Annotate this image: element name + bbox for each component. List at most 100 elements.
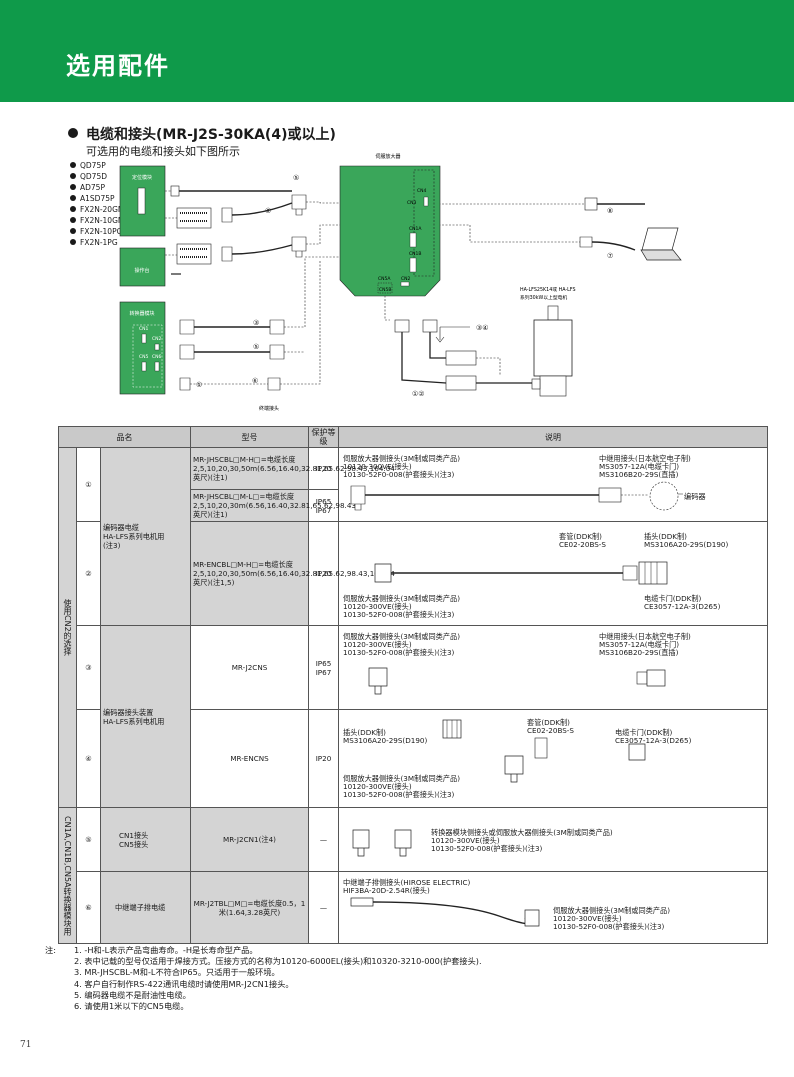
marker: ③④ (476, 324, 489, 332)
row-protection: IP20 (308, 709, 339, 808)
desc-text: MS3106A20-29S(D190) (644, 540, 729, 549)
marker: ① (196, 381, 202, 389)
marker: ①② (412, 390, 425, 398)
desc-text: CE3057-12A-3(D265) (644, 602, 721, 611)
row-num: ⑥ (76, 871, 101, 944)
row-num: ⑤ (76, 807, 101, 872)
marker: ⑥ (265, 207, 271, 215)
amp-cn3: CN3 (407, 200, 417, 206)
desc-text: 插头(DDK制) (644, 532, 687, 541)
desc-text: 伺服放大器侧接头(3M制或同类产品) (553, 906, 671, 915)
cn1-connector-drawing (352, 829, 412, 857)
desc-text: 10120-300VE(接头) (553, 914, 622, 923)
desc-text: CE02-20BS-S (559, 540, 606, 549)
desc-text: 10130-52F0-008(护套接头)(注3) (343, 610, 455, 619)
row-num: ④ (76, 709, 101, 808)
desc-text: 电缆卡门(DDK制) (615, 728, 673, 737)
bullet-icon (68, 128, 78, 138)
desc-text: MS3106B20-29S(直插) (599, 648, 679, 657)
page-title: 选用配件 (66, 52, 170, 80)
desc-text: 中继端子排侧接头(HIROSE ELECTRIC) (343, 878, 471, 887)
notes: 注: 1. -H和-L表示产品弯曲寿命。-H是长寿命型产品。 2. 表中记载的型… (45, 945, 482, 1012)
row-model: MR-ENCNS (190, 709, 309, 808)
controller-item: QD75P (70, 160, 124, 171)
desc-text: MS3106A20-29S(D190) (343, 736, 428, 745)
controller-item: FX2N-10GM (70, 215, 124, 226)
desc-text: 10120-300VE(接头) (343, 462, 412, 471)
row-model: MR-JHSCBL□M-L□=电缆长度2,5,10,20,30m(6.56,16… (190, 489, 356, 522)
desc-text: 10130-52F0-008(护套接头)(注3) (343, 790, 455, 799)
notes-label: 注: (45, 945, 56, 955)
amp-cn5b: CN5B (379, 287, 391, 293)
marker: ⑤ (253, 343, 259, 351)
note-item: 5. 编码器电缆不是耐油性电缆。 (74, 989, 191, 1000)
row-protection: IP65 IP67 (308, 489, 339, 522)
desc-text: 伺服放大器侧接头(3M制或同类产品) (343, 632, 461, 641)
connection-diagram: 定位模块 操作台 转换器模块 CN1 CN2 CN5 CN6 终端接头 (119, 153, 682, 412)
motor-label-2: 系列30kW以上型电机 (520, 294, 567, 301)
desc-text: 10130-52F0-008(护套接头)(注3) (343, 470, 455, 479)
row-num: ③ (76, 625, 101, 710)
row-desc-6: 中继端子排侧接头(HIROSE ELECTRIC) HIF3BA-20D-2.5… (338, 871, 768, 944)
row-name: 中继端子排电缆 (100, 871, 191, 944)
controller-item: A1SD75P (70, 193, 124, 204)
desc-text: 中继用接头(日本航空电子制) (599, 632, 691, 641)
row-protection: IP65 IP67 (308, 625, 339, 710)
group-label-cn2: 使用CN2的选择 (58, 447, 77, 808)
desc-text: CE02-20BS-S (527, 726, 574, 735)
relay-cable-drawing (350, 897, 540, 927)
encoder-cable-drawing (350, 481, 683, 511)
note-item: 4. 客户自行制作RS-422通讯电缆时请使用MR-J2CN1接头。 (74, 978, 294, 989)
desc-text: 中继用接头(日本航空电子制) (599, 454, 691, 463)
col-header-name: 品名 (58, 426, 191, 448)
row-desc-4: 插头(DDK制) MS3106A20-29S(D190) 套管(DDK制) CE… (338, 709, 768, 808)
controller-item: FX2N-20GM (70, 204, 124, 215)
row-model: MR-JHSCBL□M-H□=电缆长度2,5,10,20,30,50m(6.56… (190, 447, 395, 490)
encoder-connector-ddk-drawing (442, 719, 646, 783)
col-header-model: 型号 (190, 426, 309, 448)
group-label-converter: CN1A,CN1B,CN5A转换器模块用 (58, 807, 77, 944)
desc-text: 10120-300VE(接头) (431, 836, 500, 845)
row-desc-3: 伺服放大器侧接头(3M制或同类产品) 10120-300VE(接头) 10130… (338, 625, 768, 710)
row-num: ② (76, 521, 101, 626)
note-item: 3. MR-JHSCBL-M和-L不符合IP65。只适用于一般环境。 (74, 967, 280, 978)
servo-motor-icon (533, 319, 573, 377)
amp-cn2: CN2 (401, 276, 411, 282)
conv-cn6: CN6 (152, 354, 162, 360)
controller-item: AD75P (70, 182, 124, 193)
section-subtitle: 可选用的电缆和接头如下图所示 (86, 145, 240, 158)
servo-amp-label: 伺服放大器 (375, 153, 400, 160)
desc-text: 10130-52F0-008(护套接头)(注3) (553, 922, 665, 931)
note-item: 6. 请使用1米以下的CN5电缆。 (74, 1001, 189, 1012)
marker: ③ (253, 319, 259, 327)
desc-text: CE3057-12A-3(D265) (615, 736, 692, 745)
col-header-protection: 保护等级 (308, 426, 339, 448)
amp-cn1b: CN1B (409, 251, 421, 257)
marker: ⑤ (293, 174, 299, 182)
desc-text: 10120-300VE(接头) (343, 782, 412, 791)
row-model: MR-J2CN1(注4) (190, 807, 309, 872)
desc-text: 插头(DDK制) (343, 728, 386, 737)
row-name: 编码器电缆 HA-LFS系列电机用 (注3) (100, 447, 191, 626)
desc-text: 电缆卡门(DDK制) (644, 594, 702, 603)
amp-cn4: CN4 (417, 188, 427, 194)
controller-list: QD75P QD75D AD75P A1SD75P FX2N-20GM FX2N… (70, 160, 124, 248)
desc-text: 转换器模块侧接头或伺服放大器侧接头(3M制或同类产品) (431, 828, 613, 837)
section-title: 电缆和接头(MR-J2S-30KA(4)或以上) (68, 124, 336, 144)
operation-panel (119, 247, 166, 287)
controller-item: QD75D (70, 171, 124, 182)
personal-computer-icon (641, 227, 679, 251)
row-protection: IP20 (308, 447, 339, 490)
row-protection: — (308, 807, 339, 872)
desc-text: MS3057-12A(电缆卡门) (599, 640, 680, 649)
row-num: ① (76, 447, 101, 522)
desc-text: 伺服放大器侧接头(3M制或同类产品) (343, 594, 461, 603)
row-desc-1: 伺服放大器侧接头(3M制或同类产品) 10120-300VE(接头) 10130… (338, 447, 768, 522)
conv-cn5: CN5 (139, 354, 149, 360)
row-protection: — (308, 871, 339, 944)
row-name: 编码器接头装置 HA-LFS系列电机用 (100, 625, 191, 808)
desc-text: 套管(DDK制) (527, 718, 570, 727)
conv-cn2: CN2 (152, 336, 162, 342)
row-desc-5: 转换器模块侧接头或伺服放大器侧接头(3M制或同类产品) 10120-300VE(… (338, 807, 768, 872)
converter-module-label: 转换器模块 (129, 310, 154, 317)
